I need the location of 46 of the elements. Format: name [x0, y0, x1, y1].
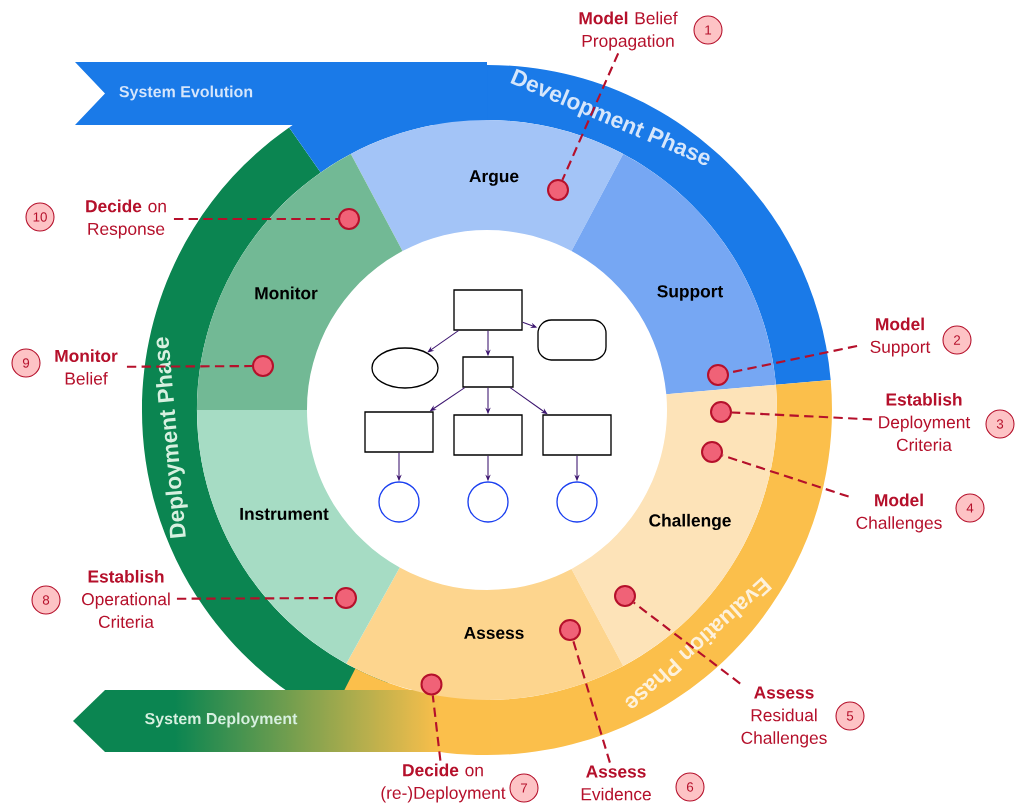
arrow: [509, 387, 548, 415]
flowchart-terminal: [537, 319, 607, 361]
callout-text: Establish Deployment Criteria: [879, 392, 971, 451]
callout-number: 3: [985, 409, 1015, 439]
callout-text: Assess Evidence: [581, 765, 651, 801]
arrow: [427, 330, 459, 353]
flowchart-box: [453, 414, 523, 456]
callout-text: Model Belief Propagation: [579, 11, 678, 51]
callout-text: Model Challenges: [856, 493, 942, 533]
flowchart-circle: [378, 481, 420, 523]
leader-line: [633, 601, 741, 685]
flowchart-box: [542, 414, 612, 456]
callout-number: 4: [955, 493, 985, 523]
marker-dot: [420, 673, 443, 696]
leader-line: [561, 52, 620, 181]
callout-number: 2: [942, 325, 972, 355]
flowchart-circle: [556, 481, 598, 523]
leader-line: [176, 596, 335, 600]
leader-line: [173, 217, 338, 221]
leader-line: [722, 454, 849, 498]
callout-number: 9: [11, 348, 41, 378]
callout-text: Decide on (re-)Deployment: [381, 763, 506, 803]
callout-number: 5: [835, 701, 865, 731]
callout-number: 6: [675, 772, 705, 802]
callout-number: 8: [31, 585, 61, 615]
flowchart-box: [453, 289, 523, 331]
ribbon-banner: System Deployment: [73, 690, 490, 752]
leader-line: [572, 640, 611, 763]
callout-number: 1: [693, 15, 723, 45]
flowchart-circle: [467, 481, 509, 523]
flowchart-box: [364, 411, 434, 453]
node-label: System Evolution: [119, 85, 253, 101]
callout-text: Assess Residual Challenges: [741, 686, 827, 748]
leader-line: [731, 411, 873, 421]
callout-text: Monitor Belief: [55, 349, 118, 385]
callout-number: 7: [509, 773, 539, 803]
leader-line: [126, 365, 252, 368]
ribbon-banner: System Evolution: [75, 62, 487, 125]
callout-number: 10: [25, 202, 55, 232]
flowchart-ellipse: [371, 347, 439, 389]
cycle-sector: Monitor: [197, 153, 403, 410]
cycle-sector: Assess: [346, 567, 624, 700]
cycle-sector: Instrument: [197, 410, 400, 664]
leader-line: [431, 695, 442, 761]
callout-text: Model Support: [870, 317, 931, 357]
flowchart-parallelogram: [462, 356, 514, 388]
